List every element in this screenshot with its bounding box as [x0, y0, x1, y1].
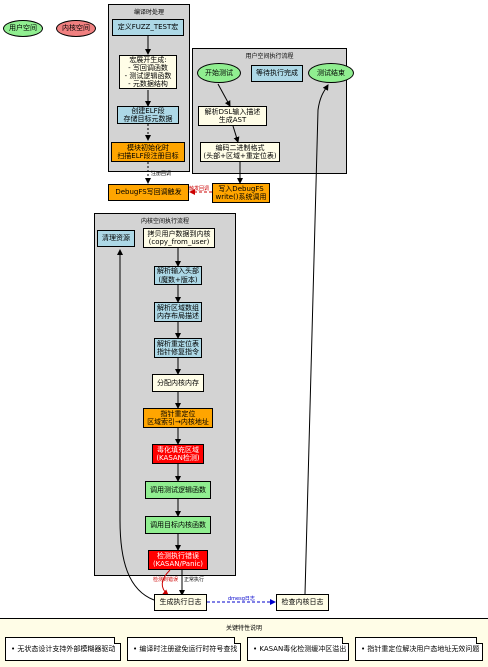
create-elf-node: 创建ELF段 存储目标元数据: [117, 106, 179, 124]
feature-item-kasan: • KASAN毒化检测缓冲区溢出: [247, 637, 349, 661]
parse-header-node: 解析输入头部 (魔数+版本): [154, 266, 202, 285]
edge-start-parse: [217, 83, 231, 107]
feature-item-compile-register: • 编译时注册避免运行时符号查找: [127, 637, 241, 661]
start-test-node: 开始测试: [197, 63, 241, 83]
check-log-node: 检查内核日志: [276, 594, 329, 611]
edge-err-detected: [161, 569, 171, 596]
define-fuzz-node: 定义FUZZ_TEST宏: [112, 19, 184, 36]
copy-user-node: 拷贝用户数据到内核 (copy_from_user): [143, 228, 215, 248]
call-logic-node: 调用测试逻辑函数: [145, 481, 211, 499]
err-detected-label: 检测到错误: [153, 577, 179, 583]
user-flow-cluster-title: 用户空间执行流程: [245, 53, 294, 60]
ptr-reloc-node: 指针重定位 区域索引→内核地址: [143, 408, 213, 428]
feature-item-stateless: • 无状态设计支持外部模糊器驱动: [5, 637, 121, 661]
edge-parse-encode: [232, 125, 240, 143]
test-end-node: 测试结束: [308, 63, 354, 83]
parse-reloc-node: 解析重定位表 指针修复指令: [154, 338, 202, 358]
encode-bin-node: 编码二进制格式 (头部+区域+重定位表): [200, 142, 280, 162]
edge-check-end: [304, 84, 329, 595]
kernel-flow-cluster: 内核空间执行流程: [94, 213, 236, 576]
alloc-mem-node: 分配内核内存: [152, 374, 204, 392]
write-debugfs-node: 写入DebugFS write()系统调用: [212, 183, 270, 203]
features-legend-title: 关键特性说明: [225, 625, 262, 632]
edge-log-cleanup: [117, 249, 155, 601]
features-legend: 关键特性说明 • 无状态设计支持外部模糊器驱动 • 编译时注册避免运行时符号查找…: [0, 618, 488, 667]
gen-log-node: 生成执行日志: [154, 594, 207, 611]
dmesg-label: dmesg日志: [228, 596, 255, 602]
cleanup-node: 清理资源: [97, 230, 135, 247]
parse-dsl-node: 解析DSL输入描述 生成AST: [198, 106, 267, 126]
compile-cluster-title: 编译时处理: [133, 9, 164, 16]
kernel-space-legend: 内核空间: [56, 20, 96, 37]
call-target-node: 调用目标内核函数: [145, 516, 211, 534]
user-space-legend: 用户空间: [3, 20, 43, 37]
trigger-cb-label: 触发回调: [189, 186, 210, 192]
kernel-flow-cluster-title: 内核空间执行流程: [140, 218, 189, 225]
detect-err-node: 检测执行错误 (KASAN/Panic): [148, 550, 208, 570]
parse-region-node: 解析区域数组 内存布局描述: [154, 302, 202, 322]
debugfs-cb-node: DebugFS写回调触发: [108, 184, 189, 201]
normal-exec-label: 正常执行: [184, 577, 205, 583]
feature-item-pointer-reloc: • 指针重定位解决用户态地址无效问题: [355, 637, 483, 661]
register-cb-label: 注册回调: [151, 171, 172, 177]
macro-expand-node: 宏展开生成: - 写回调函数 - 测试逻辑函数 - 元数据结构: [119, 55, 177, 89]
poison-node: 毒化填充区域 (KASAN检测): [152, 444, 204, 464]
wait-done-node: 等待执行完成: [251, 65, 303, 82]
module-init-node: 模块初始化时 扫描ELF段注册目标: [111, 142, 185, 162]
